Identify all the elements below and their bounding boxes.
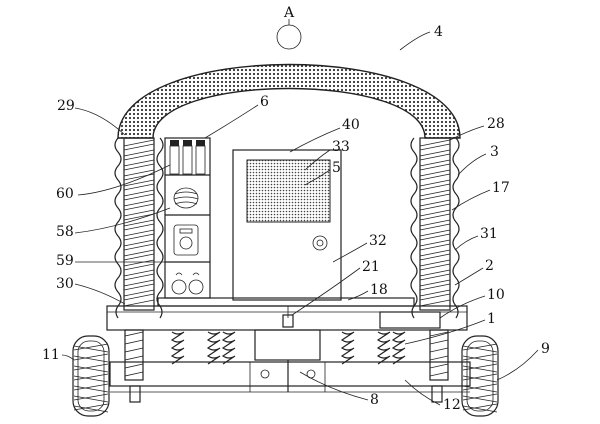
label-1: 1: [487, 311, 496, 327]
label-10: 10: [487, 287, 505, 303]
canopy-arch: [117, 63, 461, 139]
label-33: 33: [332, 139, 350, 155]
label-2: 2: [485, 258, 494, 274]
platform: [106, 297, 468, 331]
wheel-right: [461, 335, 499, 417]
cabinet: [232, 149, 342, 301]
left-column: [114, 137, 164, 381]
label-5: 5: [332, 160, 341, 176]
label-31: 31: [480, 226, 498, 242]
reference-labels: A 4 6 29 40 28 33 3 5 60 17 58 31 32 59 …: [42, 5, 550, 413]
label-32: 32: [369, 233, 387, 249]
chassis: [109, 329, 471, 403]
label-11: 11: [42, 347, 60, 363]
label-59: 59: [56, 253, 74, 269]
label-29: 29: [57, 98, 75, 114]
label-18: 18: [370, 282, 388, 298]
label-17: 17: [492, 180, 510, 196]
label-8: 8: [370, 392, 379, 408]
label-58: 58: [56, 224, 74, 240]
label-12: 12: [443, 397, 461, 413]
label-3: 3: [490, 144, 499, 160]
label-6: 6: [260, 94, 269, 110]
label-9: 9: [541, 341, 550, 357]
label-30: 30: [56, 276, 74, 292]
label-40: 40: [342, 117, 360, 133]
shelf-unit: [164, 137, 211, 299]
label-21: 21: [362, 259, 380, 275]
right-column: [410, 137, 460, 381]
label-28: 28: [487, 116, 505, 132]
wheel-left: [72, 335, 110, 417]
label-a: A: [283, 5, 295, 21]
label-60: 60: [56, 186, 74, 202]
detail-circle-a: [276, 24, 302, 50]
springs-right: [340, 331, 406, 365]
label-4: 4: [434, 24, 443, 40]
springs-left: [170, 331, 236, 365]
leader-lines: [61, 19, 539, 406]
